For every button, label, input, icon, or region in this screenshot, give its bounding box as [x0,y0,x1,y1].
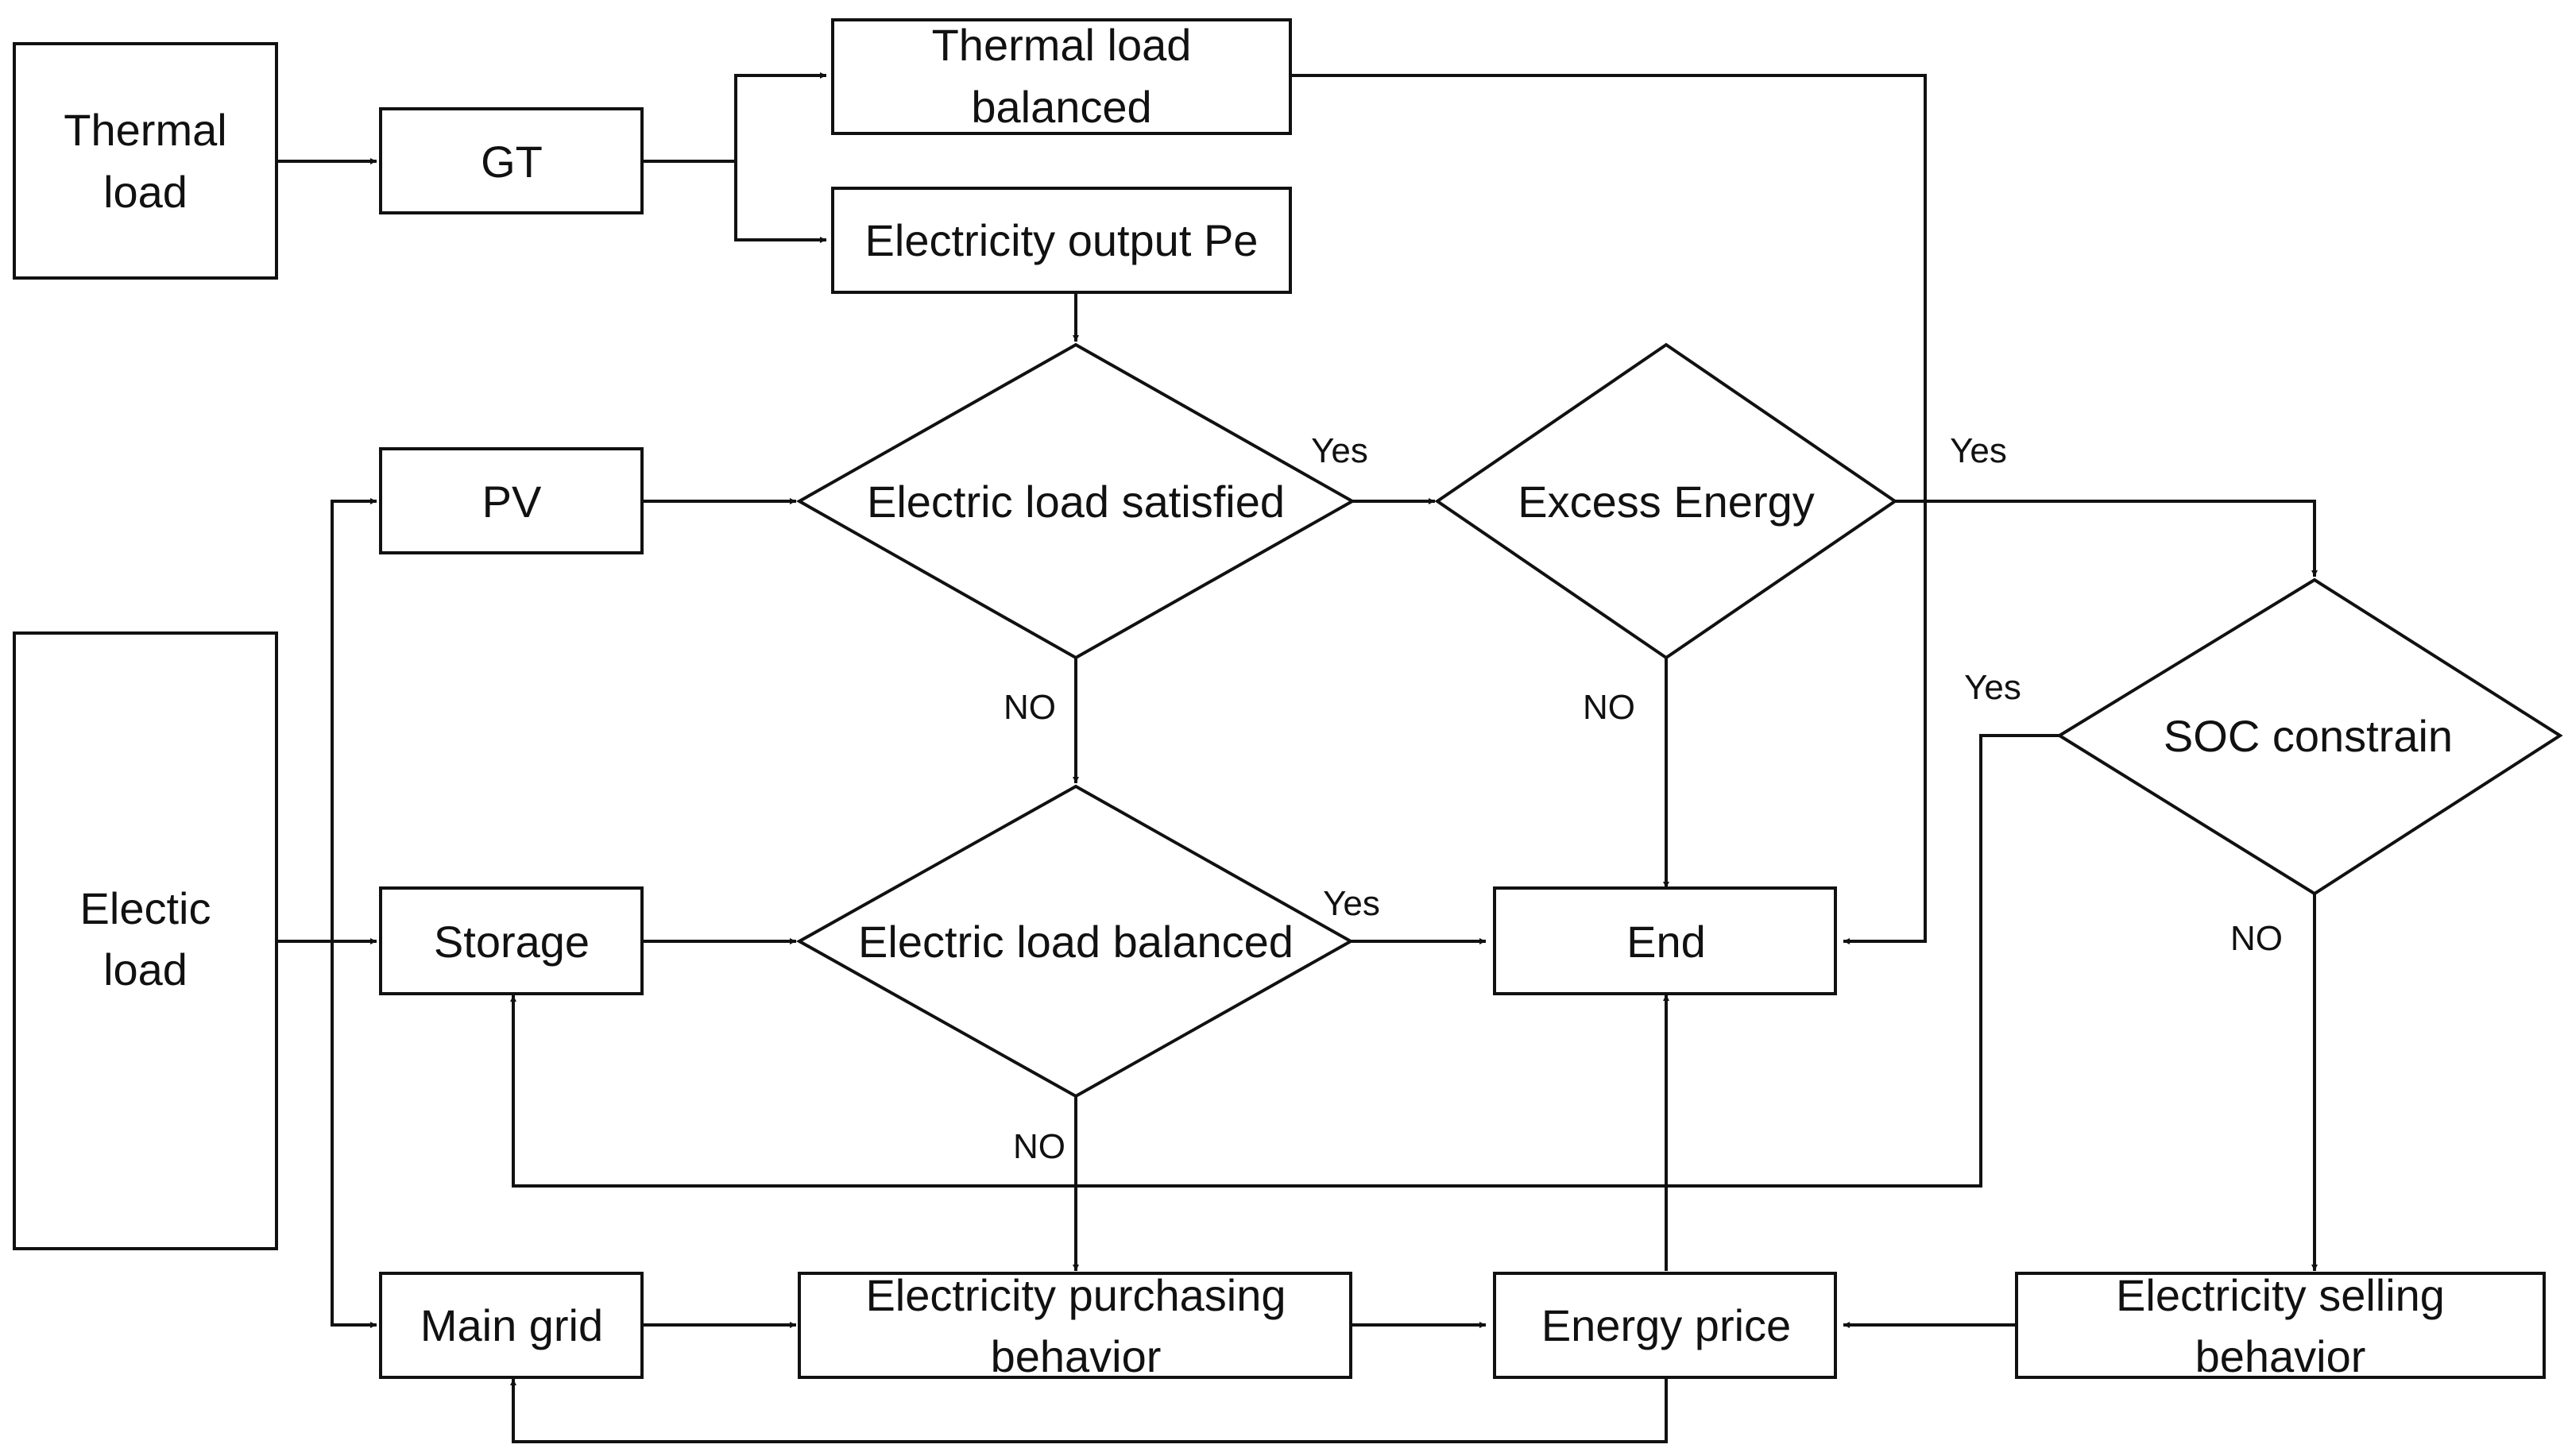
edge-thermal-balanced-to-end [1290,74,1927,944]
electric-load-satisfied-diamond [795,342,1356,660]
edge-gt-to-thermal-balanced [734,72,826,161]
gt-label: GT [481,137,543,187]
electricity-selling-box [2015,1272,2546,1379]
electic-load-label-line-2: load [103,944,188,994]
main-grid-label: Main grid [420,1300,603,1350]
edge-excess-to-soc [1895,500,2318,577]
pv-label: PV [482,477,542,527]
pv-box [379,447,644,554]
main-grid-box [379,1272,644,1379]
excess-energy-label: Excess Energy [1518,477,1815,527]
energy-price-box [1493,1272,1837,1379]
edge-price-to-main-grid [510,1378,1668,1443]
electric-load-balanced-diamond [795,784,1355,1099]
excess-energy-diamond [1434,342,1898,660]
thermal-load-balanced-box [831,18,1292,135]
connectors [277,72,2318,1443]
electic-load-box [13,631,278,1250]
storage-box [379,886,644,995]
soc-no-label: NO [2230,919,2283,958]
thermal-load-label-line-2: load [103,167,188,217]
electricity-output-label: Electricity output Pe [865,215,1259,265]
node-labels: Thermal load GT Thermal load balanced El… [64,20,2453,1381]
satisfied-no-label: NO [1004,688,1056,727]
edge-electic-load-to-pv [331,498,377,941]
thermal-load-label-line-1: Thermal [64,105,226,155]
storage-label: Storage [434,917,590,967]
electricity-selling-label-line-2: behavior [2195,1331,2366,1381]
end-box [1493,886,1837,995]
thermal-load-balanced-label-line-2: balanced [971,82,1151,132]
edge-soc-to-storage [510,734,2059,1188]
edge-labels: Yes NO Yes NO Yes NO Yes NO [1004,431,2283,1166]
electric-load-satisfied-label: Electric load satisfied [867,477,1285,527]
electricity-purchasing-label-line-1: Electricity purchasing [865,1270,1286,1320]
satisfied-yes-label: Yes [1311,431,1368,470]
excess-no-label: NO [1583,688,1635,727]
nodes [13,18,2563,1379]
excess-yes-label: Yes [1950,431,2007,470]
electric-load-balanced-label: Electric load balanced [858,917,1294,967]
soc-constrain-label: SOC constrain [2164,711,2453,761]
edge-gt-to-elec-output [734,161,826,243]
soc-yes-label: Yes [1964,668,2021,707]
thermal-load-box [13,42,278,280]
edge-electic-load-to-main-grid [331,941,377,1328]
soc-constrain-diamond [2056,577,2563,896]
electricity-selling-label-line-1: Electricity selling [2116,1270,2445,1320]
end-label: End [1626,917,1706,967]
gt-box [379,107,644,214]
thermal-load-balanced-label-line-1: Thermal load [932,20,1192,70]
electricity-output-box [831,187,1292,294]
energy-price-label: Energy price [1541,1300,1791,1350]
electic-load-label-line-1: Electic [80,883,211,933]
balanced-no-label: NO [1013,1127,1065,1166]
electricity-purchasing-box [798,1272,1352,1379]
electricity-purchasing-label-line-2: behavior [991,1331,1162,1381]
balanced-yes-label: Yes [1323,884,1380,923]
